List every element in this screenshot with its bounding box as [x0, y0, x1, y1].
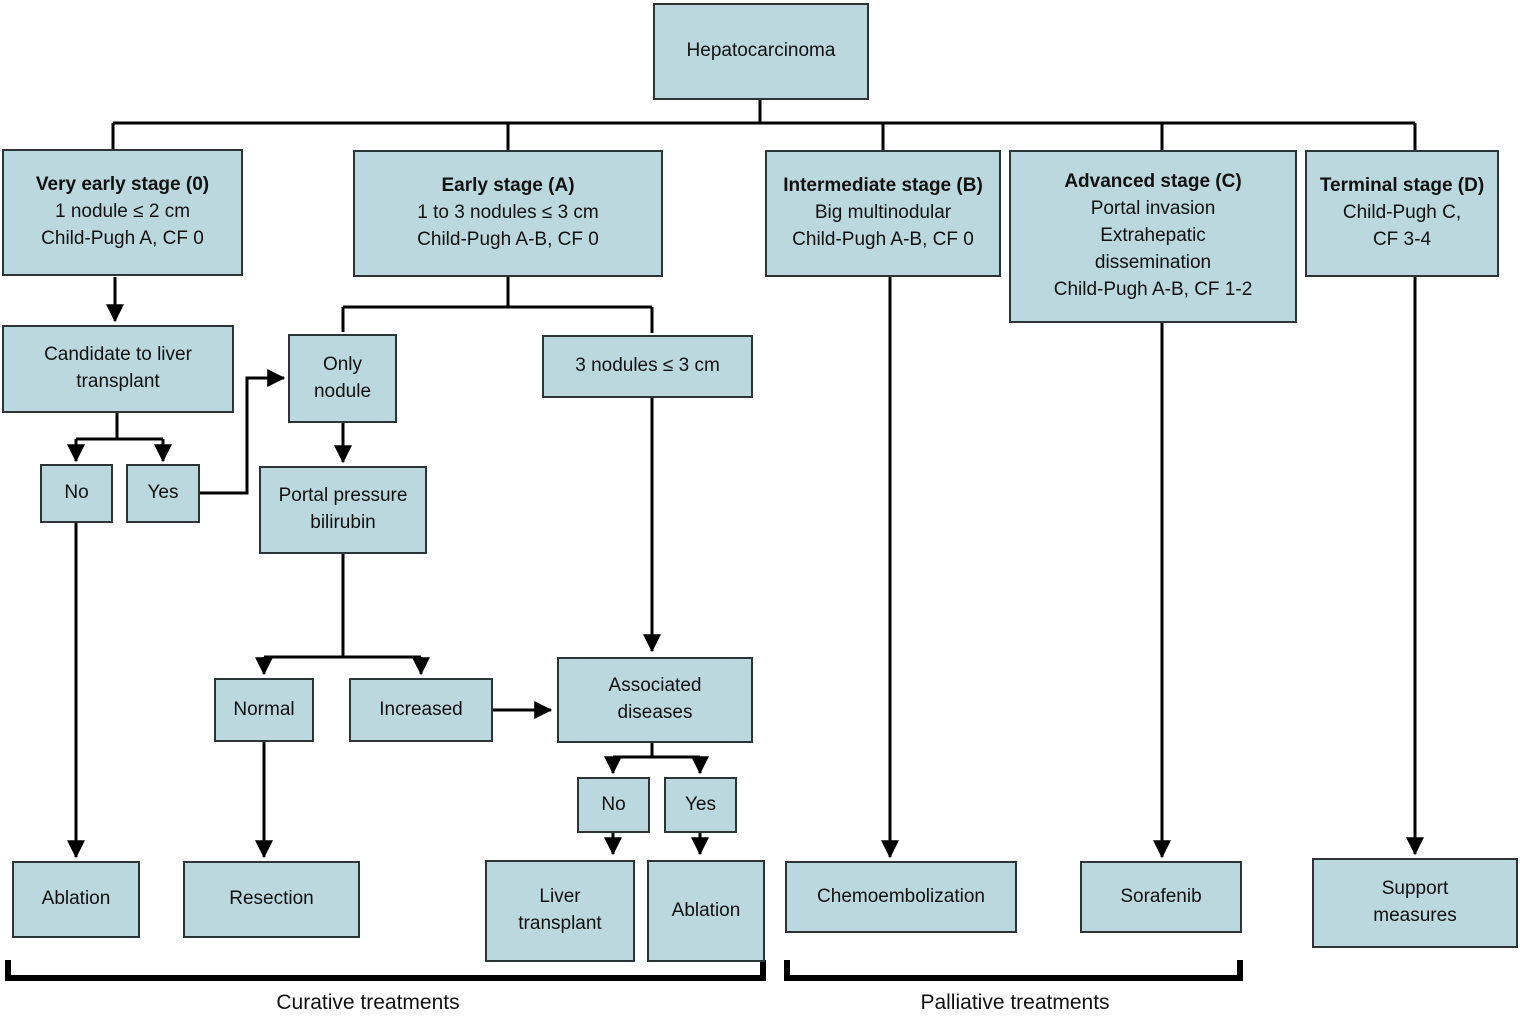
node-line: Support	[1381, 878, 1449, 900]
node-advanced-stage: Advanced stage (C) Portal invasion Extra…	[1009, 150, 1297, 323]
connector-top-bus	[111, 100, 1417, 151]
node-resection: Resection	[183, 861, 360, 938]
node-line: Child-Pugh A-B, CF 0	[417, 228, 599, 250]
node-candidate-to-liver-transplant: Candidate to liver transplant	[2, 325, 234, 413]
node-label: Resection	[229, 888, 314, 910]
node-support-measures: Support measures	[1312, 858, 1518, 948]
node-normal: Normal	[214, 678, 314, 742]
node-label: Increased	[379, 698, 463, 720]
node-line: Child-Pugh A-B, CF 0	[792, 228, 974, 250]
node-liver-transplant: Liver transplant	[485, 860, 635, 962]
curative-treatments-label: Curative treatments	[276, 991, 460, 1014]
node-three-nodules: 3 nodules ≤ 3 cm	[542, 335, 753, 398]
node-label: Chemoembolization	[817, 885, 985, 907]
node-title: Very early stage (0)	[35, 174, 210, 196]
palliative-treatments-label: Palliative treatments	[920, 991, 1110, 1014]
connector-portal-split	[264, 554, 421, 659]
node-label: Ablation	[671, 899, 741, 921]
node-increased: Increased	[349, 678, 493, 742]
curative-bracket	[5, 960, 766, 981]
node-ablation-left: Ablation	[12, 861, 140, 938]
node-portal-pressure-bilirubin: Portal pressure bilirubin	[259, 466, 427, 554]
node-terminal-stage: Terminal stage (D) Child-Pugh C, CF 3-4	[1305, 150, 1499, 277]
node-line: Associated	[608, 675, 702, 697]
node-label: 3 nodules ≤ 3 cm	[575, 355, 720, 377]
node-ablation-right: Ablation	[647, 860, 765, 962]
node-title: Early stage (A)	[441, 175, 575, 197]
node-hepatocarcinoma: Hepatocarcinoma	[653, 3, 869, 100]
node-line: transplant	[518, 913, 602, 934]
node-title: Terminal stage (D)	[1319, 175, 1485, 197]
node-label: Yes	[685, 793, 716, 815]
node-yes-associated: Yes	[664, 777, 737, 833]
node-only-nodule: Only nodule	[288, 334, 397, 423]
connector-candidate-split	[76, 413, 163, 441]
node-line: 1 nodule ≤ 2 cm	[54, 201, 191, 223]
node-line: Child-Pugh A-B, CF 1-2	[1053, 278, 1253, 300]
node-line: Big multinodular	[814, 202, 952, 224]
node-label: No	[601, 793, 626, 815]
node-no-associated: No	[577, 777, 650, 833]
node-line: dissemination	[1094, 251, 1212, 273]
node-line: Child-Pugh C,	[1342, 202, 1462, 224]
node-line: Only	[322, 353, 363, 375]
node-line: diseases	[617, 702, 693, 723]
node-line: Child-Pugh A, CF 0	[41, 227, 204, 249]
node-line: Extrahepatic	[1100, 225, 1206, 247]
node-label: Yes	[147, 482, 179, 504]
node-label: Ablation	[41, 888, 111, 910]
node-associated-diseases: Associated diseases	[557, 657, 753, 743]
node-no-candidate: No	[40, 464, 113, 523]
node-label: Sorafenib	[1120, 885, 1202, 907]
node-very-early-stage: Very early stage (0) 1 nodule ≤ 2 cm Chi…	[2, 149, 243, 276]
node-label: Hepatocarcinoma	[686, 40, 836, 62]
node-label: Normal	[233, 698, 295, 720]
node-sorafenib: Sorafenib	[1080, 861, 1242, 933]
node-title: Intermediate stage (B)	[783, 175, 983, 197]
node-yes-candidate: Yes	[126, 464, 200, 523]
node-line: Liver	[539, 886, 581, 908]
node-line: 1 to 3 nodules ≤ 3 cm	[417, 202, 599, 224]
node-chemoembolization: Chemoembolization	[785, 861, 1017, 933]
node-line: transplant	[76, 371, 160, 392]
node-early-stage: Early stage (A) 1 to 3 nodules ≤ 3 cm Ch…	[353, 150, 663, 277]
node-line: bilirubin	[310, 512, 376, 533]
node-line: Portal pressure	[278, 485, 408, 507]
node-title: Advanced stage (C)	[1064, 171, 1242, 193]
connector-associated-split	[613, 743, 700, 759]
node-line: Portal invasion	[1090, 198, 1216, 220]
node-label: No	[64, 482, 89, 504]
palliative-bracket	[784, 960, 1243, 981]
node-line: CF 3-4	[1372, 228, 1432, 250]
connector-early-split	[341, 277, 654, 333]
connector-yes1-onlynodule	[200, 369, 286, 495]
node-intermediate-stage: Intermediate stage (B) Big multinodular …	[765, 150, 1001, 277]
node-line: Candidate to liver	[44, 344, 192, 366]
node-line: nodule	[313, 380, 372, 402]
node-line: measures	[1373, 905, 1457, 926]
